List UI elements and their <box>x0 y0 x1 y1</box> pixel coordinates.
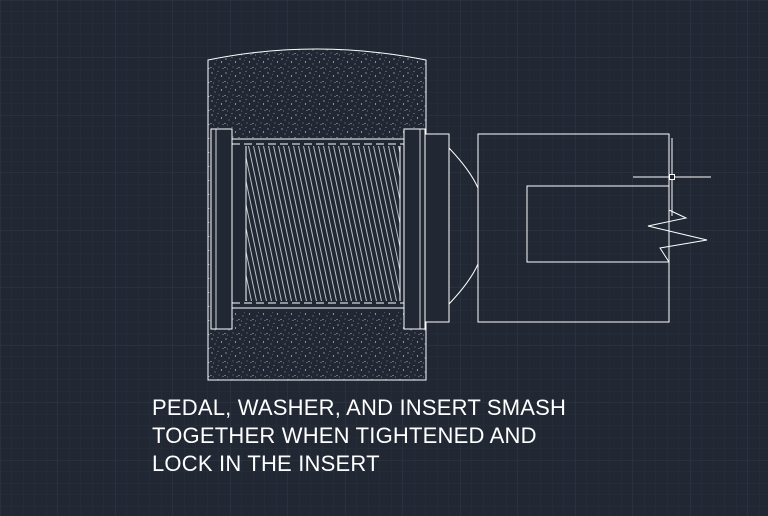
annotation-line-3: LOCK IN THE INSERT <box>152 451 380 476</box>
left-washer <box>210 128 233 330</box>
threaded-insert <box>231 138 405 309</box>
annotation-line-2: TOGETHER WHEN TIGHTENED AND <box>152 423 537 448</box>
drawing-annotation: PEDAL, WASHER, AND INSERT SMASH TOGETHER… <box>152 394 712 478</box>
annotation-line-1: PEDAL, WASHER, AND INSERT SMASH <box>152 395 567 420</box>
crank-flange <box>424 133 479 323</box>
cad-crosshair-cursor <box>633 138 711 216</box>
right-washer <box>403 128 426 330</box>
crank-arm <box>477 133 708 323</box>
